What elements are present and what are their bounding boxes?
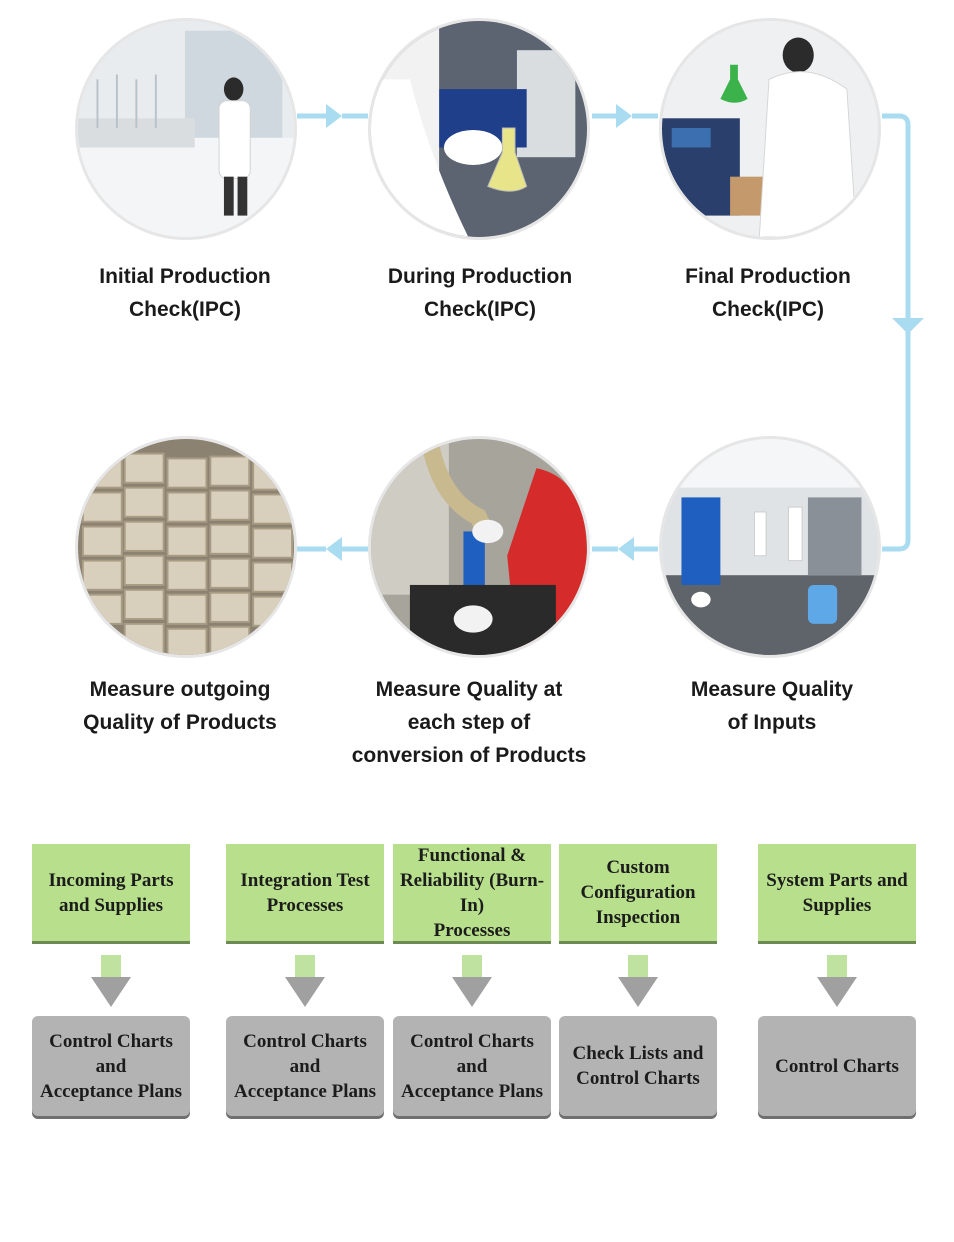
flask-inspection-photo [368, 18, 590, 240]
factory-floor-photo [659, 436, 881, 658]
step-label-conversion-quality: Measure Quality at each step of conversi… [351, 678, 587, 767]
down-arrow-icon [452, 955, 492, 1007]
hose-filling-photo [368, 436, 590, 658]
down-arrow-icon [817, 955, 857, 1007]
step-label-initial-production: Initial Production Check(IPC) [99, 265, 271, 321]
down-arrow-icon [91, 955, 131, 1007]
stage-box-incoming-parts: Incoming Parts and Supplies [32, 844, 190, 944]
method-box-incoming-parts: Control Charts and Acceptance Plans [32, 1016, 190, 1116]
method-box-system-parts: Control Charts [758, 1016, 916, 1116]
stage-box-custom-configuration: Custom Configuration Inspection [559, 844, 717, 944]
green-flask-testing-photo [659, 18, 881, 240]
lab-technician-photo [75, 18, 297, 240]
warehouse-boxes-photo [75, 436, 297, 658]
stage-box-functional-reliability: Functional & Reliability (Burn-In) Proce… [393, 844, 551, 944]
method-box-custom-configuration: Check Lists and Control Charts [559, 1016, 717, 1116]
step-label-during-production: During Production Check(IPC) [387, 265, 573, 321]
flow-arrow-left-2 [326, 537, 342, 561]
flow-arrow-right-2 [616, 104, 632, 128]
stage-box-system-parts: System Parts and Supplies [758, 844, 916, 944]
down-arrow-icon [618, 955, 658, 1007]
step-label-outgoing-quality: Measure outgoing Quality of Products [83, 678, 277, 734]
method-box-functional-reliability: Control Charts and Acceptance Plans [393, 1016, 551, 1116]
step-label-final-production: Final Production Check(IPC) [685, 265, 851, 321]
down-arrow-icon [285, 955, 325, 1007]
stage-box-integration-test: Integration Test Processes [226, 844, 384, 944]
flow-arrow-right-1 [326, 104, 342, 128]
method-box-integration-test: Control Charts and Acceptance Plans [226, 1016, 384, 1116]
step-label-input-quality: Measure Quality of Inputs [690, 678, 854, 734]
flow-arrow-left-1 [618, 537, 634, 561]
